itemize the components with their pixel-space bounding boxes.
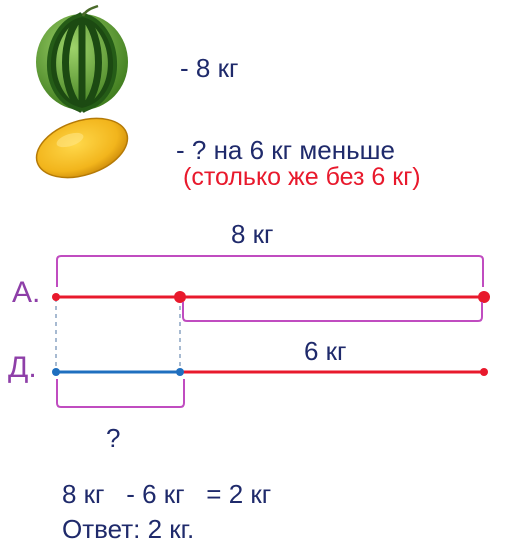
six-kg-brace [182,302,483,322]
question-brace [56,379,185,408]
watermelon-weight-text: - 8 кг [180,53,239,83]
question-mark: ? [106,423,121,453]
point-d-start [52,368,60,376]
answer-text: Ответ: 2 кг. [62,514,195,544]
melon-icon [35,117,129,179]
row-d-label: Д. [8,351,37,384]
melon-relation-text: - ? на 6 кг меньше [176,135,395,165]
top-brace [56,255,484,287]
point-a-start [52,293,60,301]
row-a-label: А. [12,276,41,309]
watermelon-icon [36,4,128,113]
point-a-mid [174,291,186,303]
melon-hint-text: (столько же без 6 кг) [183,163,421,191]
equation-text: 8 кг - 6 кг = 2 кг [62,479,272,509]
point-d-end [480,368,488,376]
top-brace-label: 8 кг [231,219,274,249]
lower-brace-label: 6 кг [304,336,347,366]
point-a-end [478,291,490,303]
point-d-mid [176,368,184,376]
